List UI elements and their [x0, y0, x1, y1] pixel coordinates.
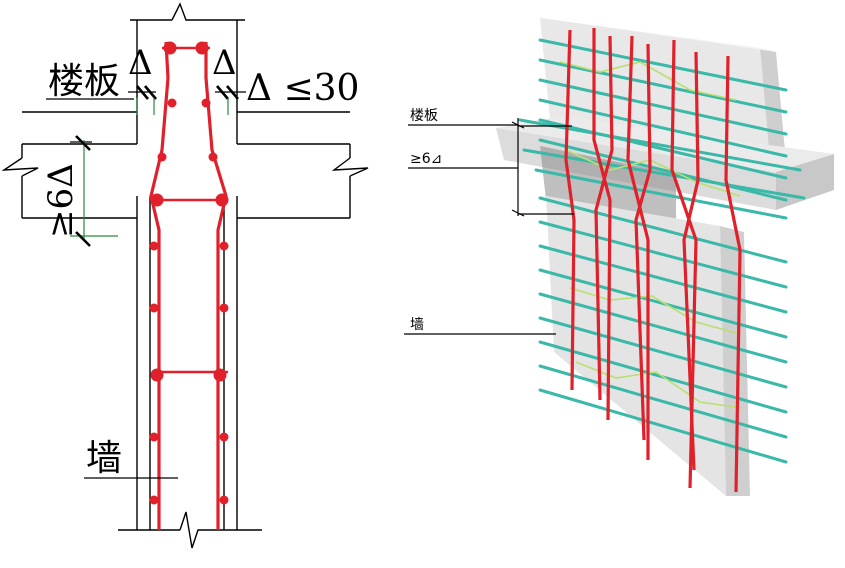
rebar-dots [149, 98, 229, 505]
distribution-bar [538, 58, 788, 114]
distribution-bar [538, 292, 788, 364]
delta-limit-label: Δ ≤30 [246, 68, 359, 109]
offset-dimension [70, 135, 118, 247]
distribution-bar [538, 388, 788, 464]
section-drawing: 楼板 Δ Δ Δ ≤30 ≥6Δ 墙 [1, 2, 369, 549]
vertical-rebars-3d [564, 28, 742, 493]
wall-label: 墙 [86, 438, 122, 479]
distribution-bar [538, 316, 788, 389]
delta-left-label: Δ [128, 43, 153, 83]
distribution-bar [538, 244, 788, 314]
distribution-bar [538, 38, 788, 92]
distribution-bar [538, 220, 788, 289]
distribution-bar [538, 98, 788, 158]
distribution-bar [534, 168, 788, 220]
distribution-bar [538, 268, 788, 339]
model-leaders [404, 118, 574, 335]
model-wall-label: 墙 [410, 317, 424, 333]
distribution-bar [522, 148, 806, 200]
upper-wall-outline [22, 2, 350, 113]
delta-markers [128, 85, 246, 115]
distribution-bar [538, 138, 788, 202]
offset-min-label: ≥6Δ [41, 163, 81, 238]
delta-right-label: Δ [212, 43, 237, 83]
model-offset-label: ≥6⊿ [410, 151, 442, 167]
slab-outline [1, 112, 369, 219]
distribution-bar [538, 78, 788, 136]
slab-label: 楼板 [48, 61, 120, 102]
tie-bars [150, 46, 228, 374]
distribution-bars [518, 38, 806, 464]
vertical-rebars [149, 41, 228, 530]
distribution-bar [538, 364, 788, 439]
rebar-hooks [150, 41, 229, 382]
distribution-bar [538, 196, 788, 264]
model-slab-label: 楼板 [410, 108, 438, 124]
model-3d: 楼板 ≥6⊿ 墙 [404, 18, 834, 496]
